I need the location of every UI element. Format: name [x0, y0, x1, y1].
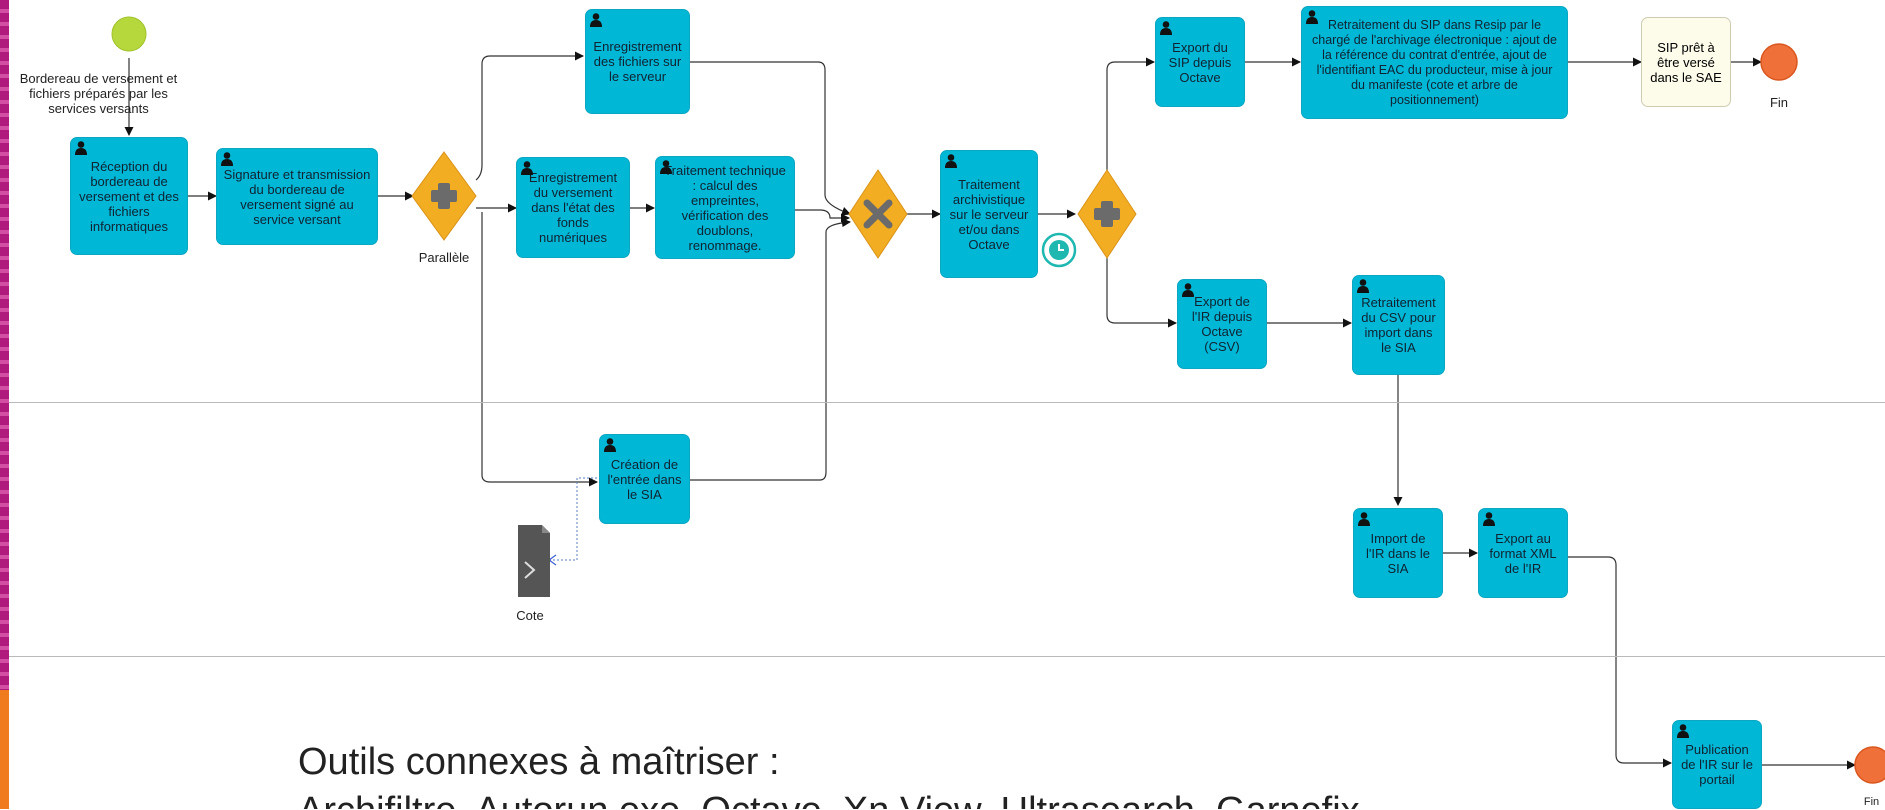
person-icon	[221, 152, 233, 166]
task-export-ir[interactable]: Export de l'IR depuis Octave (CSV)	[1177, 279, 1267, 369]
person-icon	[1160, 21, 1172, 35]
person-icon	[660, 160, 672, 174]
task-retraitement-sip[interactable]: Retraitement du SIP dans Resip par le ch…	[1301, 6, 1568, 119]
footer-heading: Outils connexes à maîtriser :	[298, 741, 780, 783]
accent-bar	[0, 0, 9, 809]
flow-gateway-enreg-fichiers	[475, 51, 584, 181]
lane-divider-1	[9, 402, 1885, 403]
sip-ready-label: SIP prêt à être versé dans le SAE	[1650, 39, 1722, 85]
parallel-gateway-2	[1077, 169, 1137, 259]
association-cote	[550, 477, 597, 561]
start-event-label: Bordereau de versement et fichiers prépa…	[19, 71, 178, 116]
task-label: Enregistrement des fichiers sur le serve…	[593, 39, 682, 84]
timer-event-icon	[1041, 232, 1077, 268]
end-event-2	[1854, 746, 1885, 784]
task-enreg-versement[interactable]: Enregistrement du versement dans l'état …	[516, 157, 630, 258]
task-traitement-archivistique[interactable]: Traitement archivistique sur le serveur …	[940, 150, 1038, 278]
person-icon	[1483, 512, 1495, 526]
task-label: Signature et transmission du bordereau d…	[223, 166, 371, 227]
task-label: Création de l'entrée dans le SIA	[607, 456, 682, 502]
flow-enreg-fichiers-xor	[690, 61, 851, 216]
task-label: Export du SIP depuis Octave	[1168, 39, 1232, 85]
person-icon	[75, 141, 87, 155]
sip-ready-box[interactable]: SIP prêt à être versé dans le SAE	[1641, 17, 1731, 107]
person-icon	[1677, 724, 1689, 738]
gateway-label: Parallèle	[418, 250, 470, 265]
footer-tools: Archifiltre, Autorun.exe, Octave, Xn Vie…	[298, 790, 1658, 809]
task-signature[interactable]: Signature et transmission du bordereau d…	[216, 148, 378, 245]
flow-gateway2-export-ir	[1106, 245, 1177, 328]
task-reception[interactable]: Réception du bordereau de versement et d…	[70, 137, 188, 255]
task-label: Import de l'IR dans le SIA	[1366, 530, 1430, 576]
person-icon	[590, 13, 602, 27]
task-traitement-technique[interactable]: Traitement technique : calcul des emprei…	[655, 156, 795, 259]
task-label: Retraitement du SIP dans Resip par le ch…	[1312, 17, 1557, 107]
data-object-icon	[518, 525, 550, 597]
task-label: Publication de l'IR sur le portail	[1681, 742, 1753, 787]
flow-export-xml-publication	[1568, 556, 1672, 768]
person-icon	[604, 438, 616, 452]
person-icon	[521, 161, 533, 175]
task-label: Traitement technique : calcul des emprei…	[664, 162, 786, 253]
exclusive-gateway	[848, 169, 908, 259]
person-icon	[1182, 283, 1194, 297]
task-retraitement-csv[interactable]: Retraitement du CSV pour import dans le …	[1352, 275, 1445, 375]
end-event-1	[1760, 43, 1798, 81]
flow-creation-xor	[690, 218, 851, 481]
task-export-xml[interactable]: Export au format XML de l'IR	[1478, 508, 1568, 598]
flow-traitement-tech-xor	[795, 209, 850, 223]
task-export-sip[interactable]: Export du SIP depuis Octave	[1155, 17, 1245, 107]
end-event-label-2: Fin	[1863, 796, 1880, 808]
person-icon	[1306, 10, 1318, 24]
end-event-label-1: Fin	[1769, 95, 1789, 110]
data-object-label: Cote	[516, 608, 544, 623]
task-import-ir[interactable]: Import de l'IR dans le SIA	[1353, 508, 1443, 598]
person-icon	[1358, 512, 1370, 526]
start-event	[111, 16, 147, 52]
task-publication[interactable]: Publication de l'IR sur le portail	[1672, 720, 1762, 809]
task-enreg-fichiers[interactable]: Enregistrement des fichiers sur le serve…	[585, 9, 690, 114]
person-icon	[1357, 279, 1369, 293]
task-creation-entree[interactable]: Création de l'entrée dans le SIA	[599, 434, 690, 524]
flow-gateway2-export-sip	[1106, 57, 1155, 185]
person-icon	[945, 154, 957, 168]
task-label: Enregistrement du versement dans l'état …	[528, 170, 618, 245]
accent-bar-bottom	[0, 690, 9, 809]
task-label: Traitement archivistique sur le serveur …	[949, 176, 1029, 252]
task-label: Réception du bordereau de versement et d…	[79, 158, 179, 234]
parallel-gateway-1	[411, 151, 477, 241]
task-label: Retraitement du CSV pour import dans le …	[1361, 295, 1436, 355]
lane-divider-2	[9, 656, 1885, 657]
task-label: Export de l'IR depuis Octave (CSV)	[1191, 294, 1253, 354]
flow-gateway-creation	[481, 212, 598, 487]
task-label: Export au format XML de l'IR	[1489, 530, 1557, 576]
